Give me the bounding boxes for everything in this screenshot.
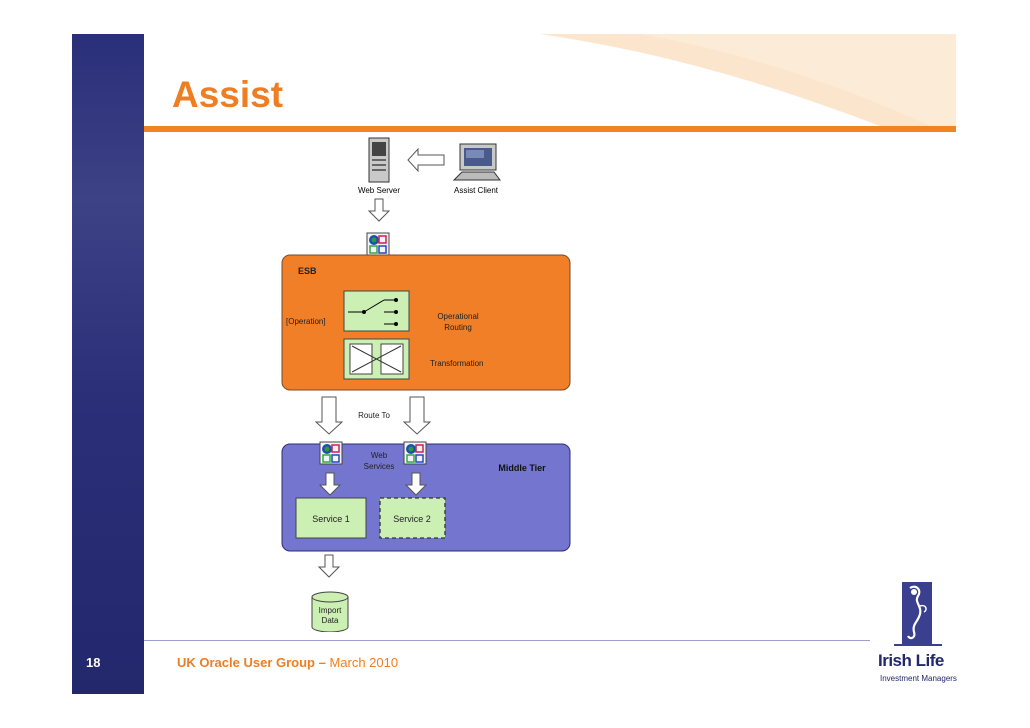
web-service-icon	[403, 441, 427, 465]
service-1-box	[295, 497, 367, 539]
architecture-diagram: Web Server Assist Client ESB [Operation]…	[281, 137, 571, 632]
service-2-box	[379, 497, 446, 539]
footer-rule	[144, 640, 956, 641]
operational-label: Operational	[437, 312, 479, 321]
esb-label: ESB	[298, 266, 317, 276]
assist-client-icon	[452, 143, 501, 181]
web-label: Web	[371, 451, 388, 460]
slide-title: Assist	[172, 74, 284, 115]
service-1-label: Service 1	[312, 514, 350, 524]
web-server-icon	[368, 137, 390, 183]
client-to-server-arrow	[407, 147, 445, 173]
transformation-icon	[343, 338, 410, 380]
logo-subtitle: Investment Managers	[880, 674, 957, 683]
route-right-arrow	[402, 396, 432, 435]
operation-label: [Operation]	[286, 317, 326, 326]
irish-life-logo: Irish Life Investment Managers	[870, 578, 960, 688]
assist-client-label: Assist Client	[454, 186, 499, 195]
slide-number: 18	[86, 655, 101, 670]
logo-name: Irish Life	[878, 651, 944, 670]
import-label: Import	[319, 606, 342, 615]
slide-sidebar	[72, 34, 144, 694]
routing-label: Routing	[444, 323, 472, 332]
database-icon	[311, 591, 349, 632]
logo-emblem-icon	[894, 582, 942, 646]
services-label: Services	[364, 462, 395, 471]
route-left-arrow	[314, 396, 344, 435]
footer-text: UK Oracle User Group – March 2010	[177, 655, 398, 670]
route-to-label: Route To	[358, 411, 390, 420]
routing-switch-icon	[343, 290, 410, 332]
web-service-icon	[319, 441, 343, 465]
web-service-icon	[366, 232, 390, 256]
middle-tier-label: Middle Tier	[498, 463, 546, 473]
web-server-label: Web Server	[358, 186, 400, 195]
footer-date: March 2010	[325, 655, 399, 670]
footer-org: UK Oracle User Group –	[177, 655, 326, 670]
title-underline	[144, 126, 956, 132]
down-arrow-icon	[368, 198, 390, 222]
down-arrow-icon	[318, 554, 340, 578]
data-label: Data	[322, 616, 339, 625]
transformation-label: Transformation	[430, 359, 484, 368]
service-2-label: Service 2	[393, 514, 431, 524]
